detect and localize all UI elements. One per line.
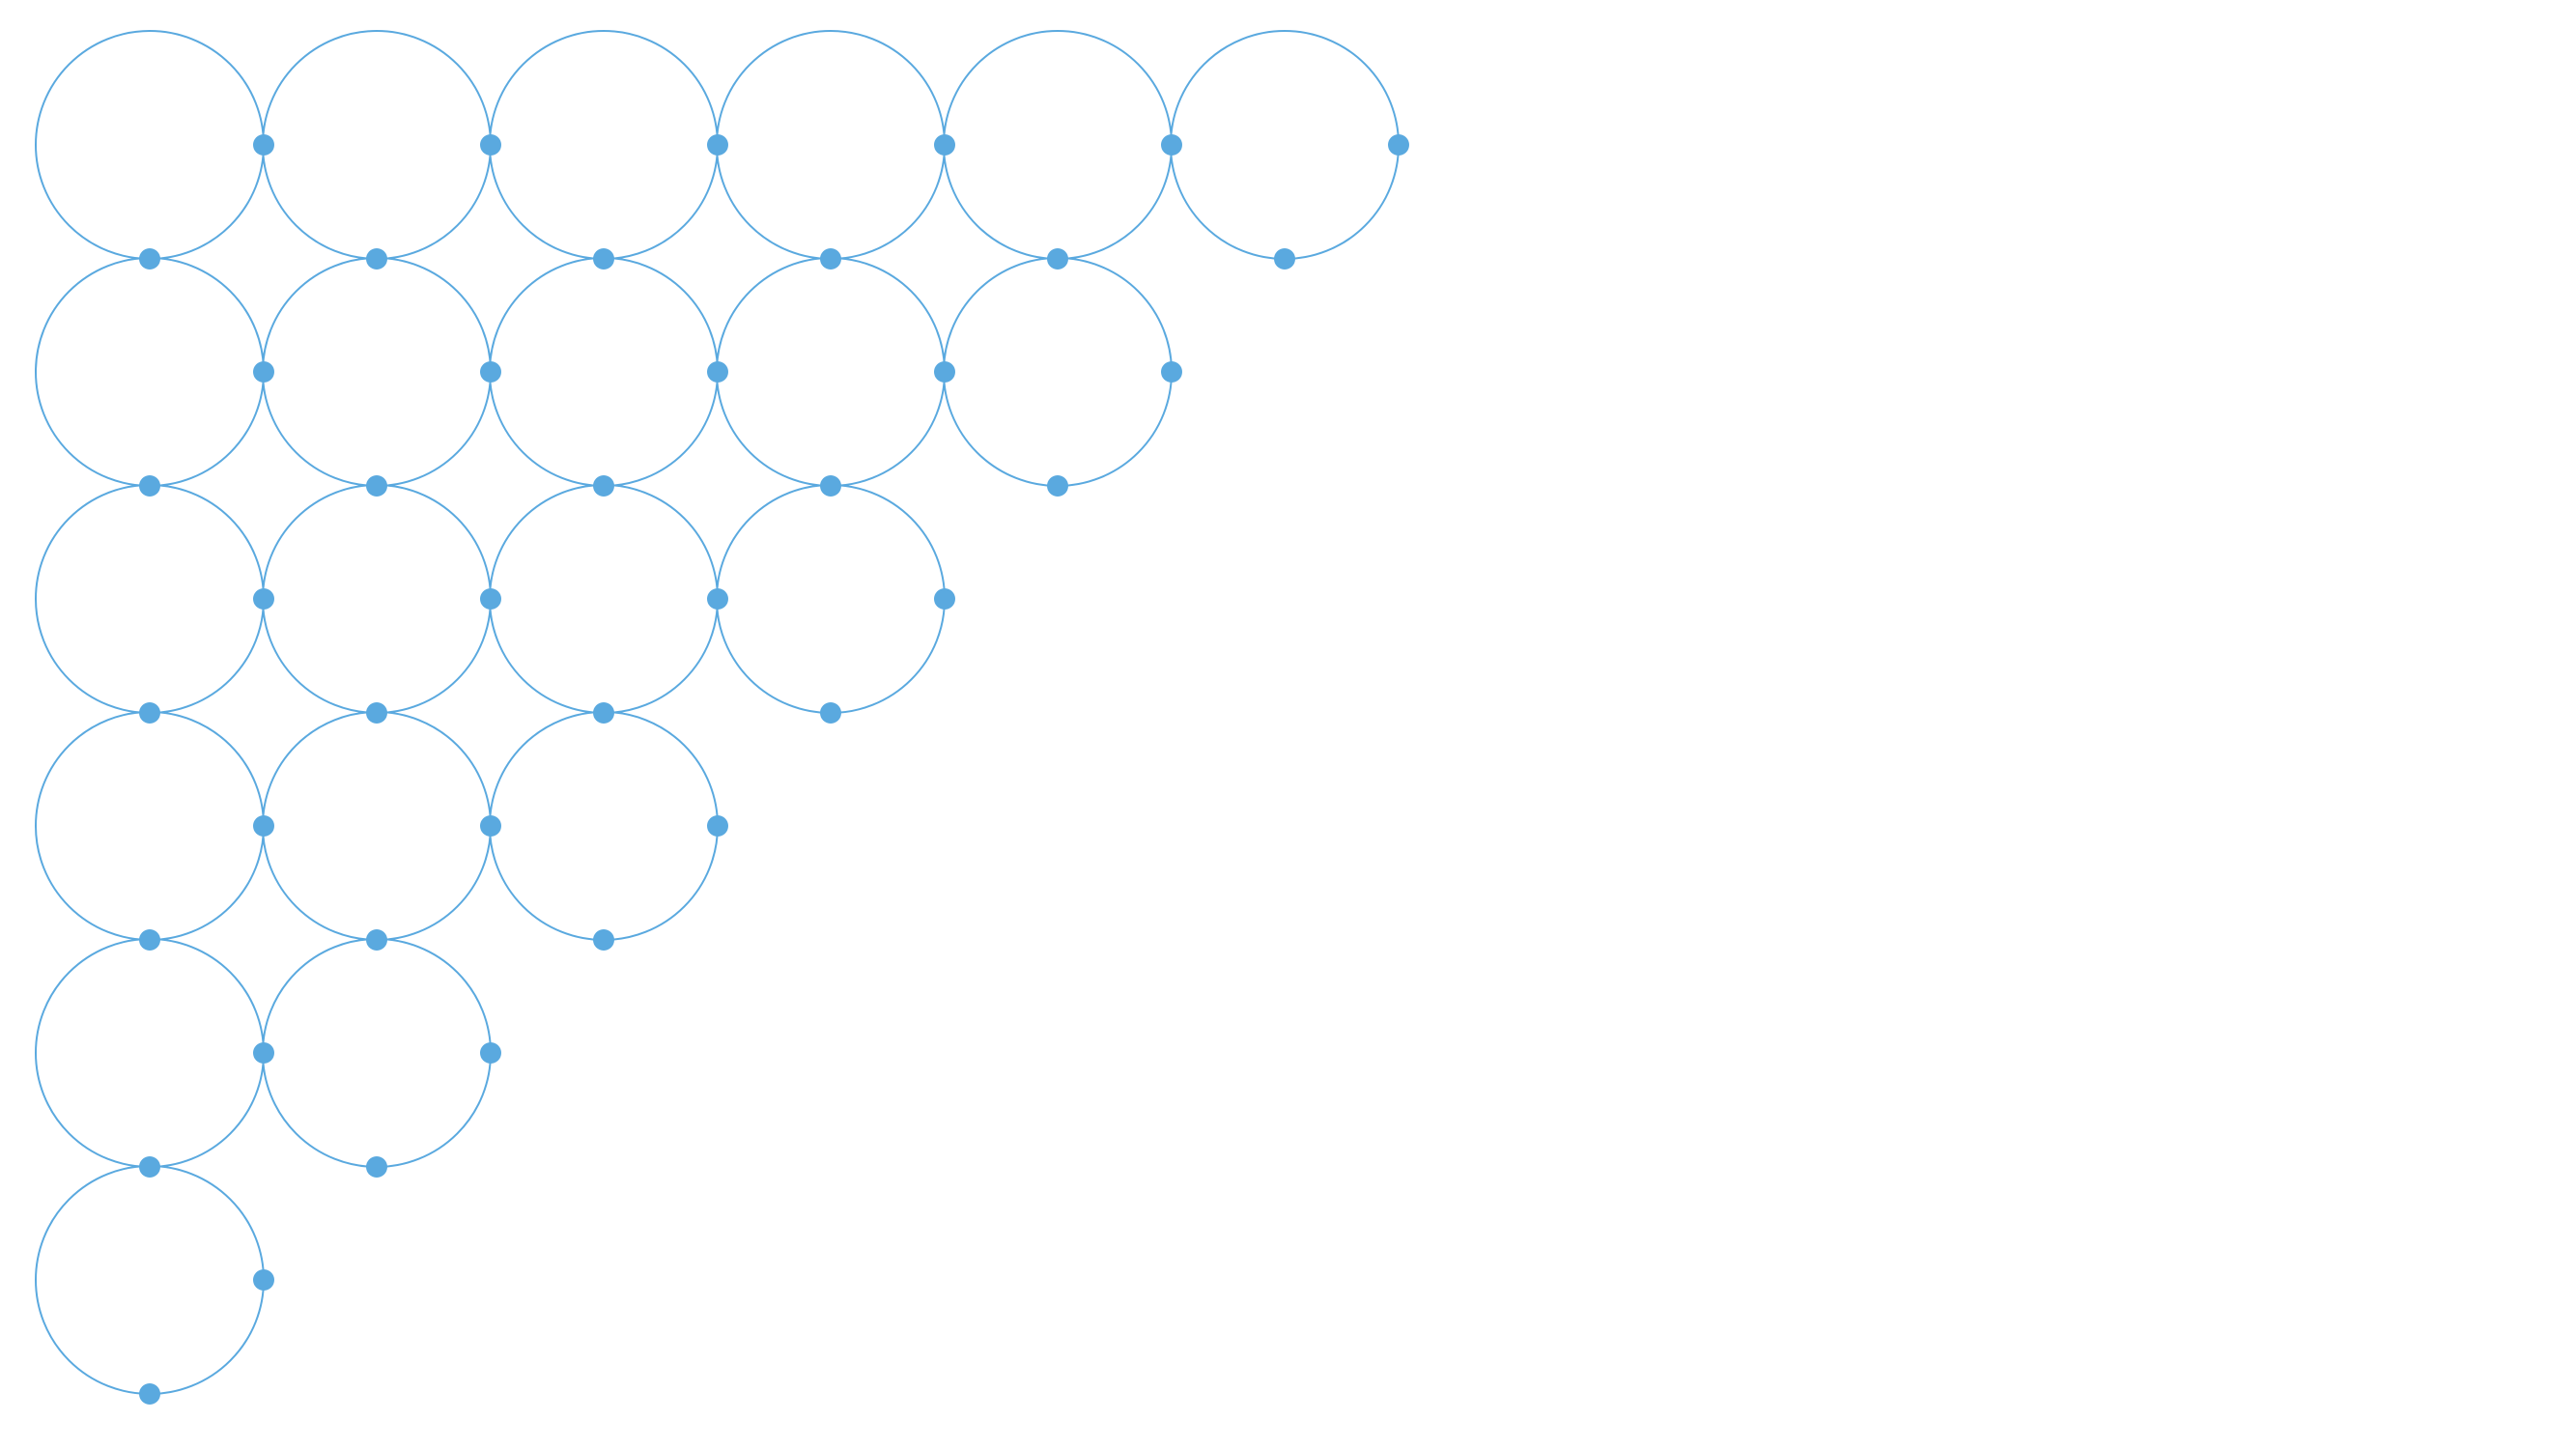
nodes-layer — [139, 134, 1409, 1405]
node-dot-right — [253, 1269, 274, 1291]
grid-circle — [262, 257, 492, 487]
node-dot-bottom — [139, 248, 160, 270]
node-dot-right — [707, 134, 728, 156]
node-dot-right — [480, 588, 501, 610]
node-dot-bottom — [820, 248, 841, 270]
node-dot-bottom — [820, 702, 841, 724]
node-dot-bottom — [820, 475, 841, 497]
node-dot-right — [480, 361, 501, 383]
circles-layer — [35, 30, 1400, 1395]
grid-circle — [1170, 30, 1400, 260]
grid-circle — [262, 711, 492, 941]
node-dot-right — [253, 1042, 274, 1064]
grid-circle — [35, 1165, 265, 1395]
grid-circle — [943, 30, 1173, 260]
node-dot-right — [253, 361, 274, 383]
node-dot-right — [934, 588, 955, 610]
node-dot-right — [480, 134, 501, 156]
grid-circle — [35, 30, 265, 260]
node-dot-bottom — [366, 248, 387, 270]
node-dot-right — [707, 815, 728, 837]
node-dot-bottom — [593, 702, 614, 724]
grid-circle — [716, 257, 946, 487]
node-dot-bottom — [139, 475, 160, 497]
node-dot-bottom — [139, 1156, 160, 1178]
node-dot-bottom — [139, 929, 160, 951]
node-dot-bottom — [139, 1383, 160, 1405]
node-dot-right — [934, 361, 955, 383]
grid-circle — [489, 257, 719, 487]
node-dot-right — [253, 588, 274, 610]
node-dot-right — [1161, 134, 1182, 156]
grid-circle — [35, 484, 265, 714]
grid-circle — [489, 484, 719, 714]
node-dot-right — [253, 815, 274, 837]
grid-circle — [489, 30, 719, 260]
node-dot-bottom — [366, 929, 387, 951]
node-dot-bottom — [1047, 475, 1068, 497]
node-dot-bottom — [593, 929, 614, 951]
grid-circle — [262, 484, 492, 714]
node-dot-right — [1161, 361, 1182, 383]
node-dot-bottom — [593, 475, 614, 497]
node-dot-bottom — [139, 702, 160, 724]
grid-circle — [716, 30, 946, 260]
node-dot-right — [480, 1042, 501, 1064]
node-dot-right — [253, 134, 274, 156]
grid-circle — [35, 711, 265, 941]
node-dot-right — [707, 361, 728, 383]
grid-circle — [943, 257, 1173, 487]
grid-circle — [262, 30, 492, 260]
node-dot-bottom — [1047, 248, 1068, 270]
grid-circle — [716, 484, 946, 714]
node-dot-right — [934, 134, 955, 156]
node-dot-bottom — [1274, 248, 1295, 270]
node-dot-bottom — [593, 248, 614, 270]
grid-circle — [489, 711, 719, 941]
grid-circle — [35, 257, 265, 487]
grid-circle — [262, 938, 492, 1168]
grid-circle — [35, 938, 265, 1168]
node-dot-bottom — [366, 475, 387, 497]
node-dot-right — [1388, 134, 1409, 156]
node-dot-right — [480, 815, 501, 837]
node-dot-bottom — [366, 1156, 387, 1178]
node-dot-right — [707, 588, 728, 610]
node-dot-bottom — [366, 702, 387, 724]
